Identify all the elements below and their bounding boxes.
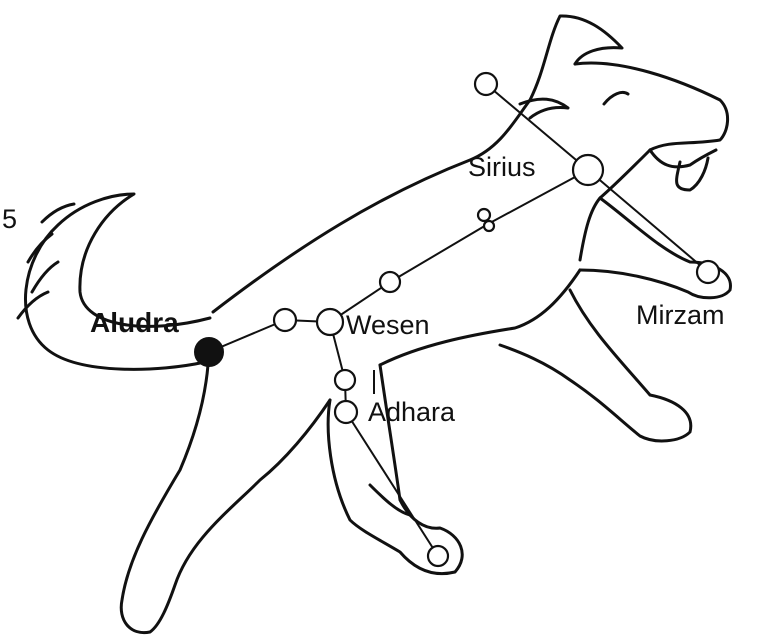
star-sirius (571, 153, 605, 187)
star-rump (272, 307, 298, 333)
figure-number: 5 (2, 204, 17, 234)
star-mirzam (695, 259, 721, 285)
star-hip (333, 368, 357, 392)
tail-fur-stroke (26, 232, 54, 264)
dog-belly (378, 268, 582, 367)
label-mirzam: Mirzam (636, 300, 725, 330)
dog-front-leg (498, 288, 693, 443)
dog-front-leg-raised (578, 196, 732, 300)
line-adhara-foot (345, 411, 439, 557)
star-neck-small (476, 207, 492, 223)
line-star-star (389, 223, 489, 283)
label-wesen: Wesen (346, 310, 430, 340)
tail-fur-stroke (30, 260, 60, 294)
star-neck-small (482, 219, 496, 233)
label-adhara: Adhara (368, 397, 456, 427)
dog-hind-leg-detail (368, 483, 412, 517)
dog-tail (24, 192, 212, 371)
line-star-sirius (487, 169, 589, 225)
tail-fur-stroke (40, 202, 76, 224)
dog-head (573, 61, 729, 152)
dog-hind-leg-near (326, 363, 464, 576)
star-ear (473, 71, 499, 97)
star-back (378, 270, 402, 294)
label-aludra: Aludra (90, 307, 179, 338)
label-sirius: Sirius (468, 152, 536, 182)
star-adhara (333, 399, 359, 425)
dog-eye (602, 90, 630, 106)
constellation-stars (194, 71, 721, 568)
star-aludra (194, 337, 224, 367)
dog-ear-inner (518, 97, 570, 120)
line-sirius-mirzam (587, 169, 709, 273)
star-wesen (315, 307, 345, 337)
tail-fur-stroke (16, 290, 50, 320)
dog-ear (528, 14, 624, 102)
dog-outline (16, 14, 732, 635)
dog-mouth (648, 148, 718, 192)
dog-hind-leg-far (119, 363, 332, 635)
dog-back (211, 98, 532, 314)
line-sirius-ear-star (485, 83, 589, 171)
star-hind-foot (426, 544, 450, 568)
